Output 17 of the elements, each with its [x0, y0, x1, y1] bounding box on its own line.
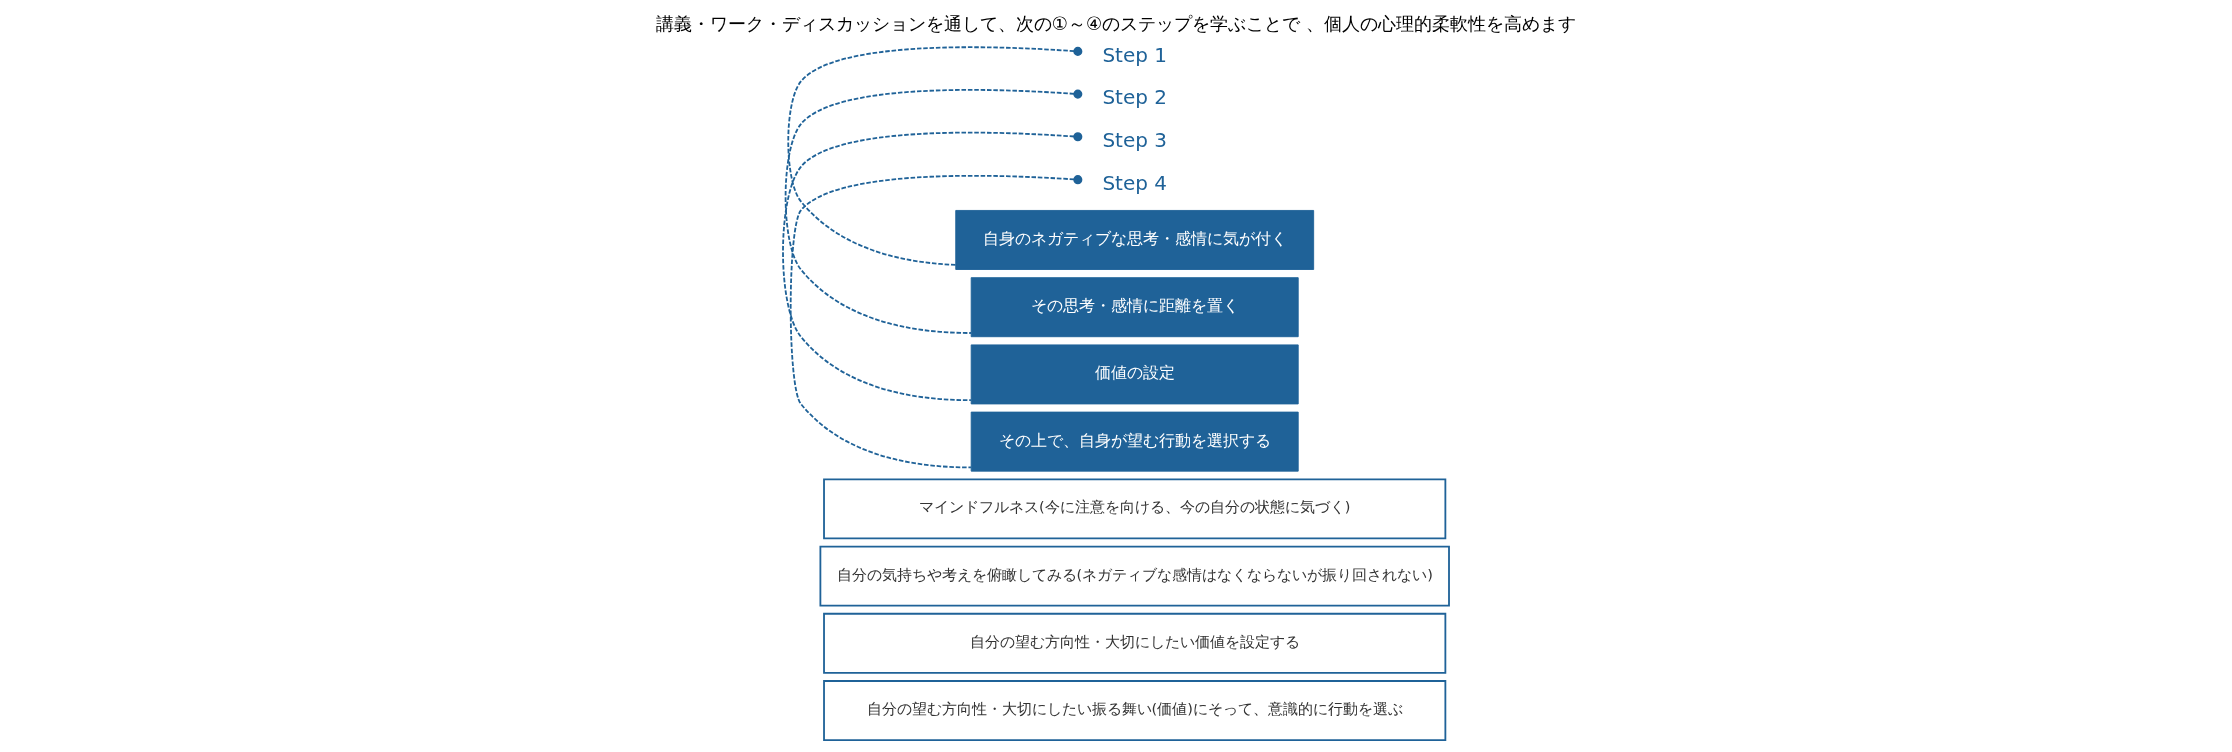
node-box: その上で、自身が望む行動を選択する	[970, 411, 1299, 472]
connector	[782, 131, 1083, 402]
node-box: 自身のネガティブな思考・感情に気が付く	[955, 210, 1315, 270]
connector	[784, 89, 1083, 334]
node-box: 自分の気持ちや考えを俯瞰してみる(ネガティブな感情はなくならないが振り回されない)	[819, 545, 1450, 607]
node-box: 自分の望む方向性・大切にしたい振る舞い(価値)にそって、意識的に行動を選ぶ	[823, 680, 1447, 741]
node-text: Step 1	[1102, 42, 1167, 67]
node-box: 価値の設定	[970, 344, 1299, 405]
connector	[789, 174, 1083, 469]
node-text: Step 4	[1102, 170, 1167, 195]
node-text: Step 3	[1102, 127, 1167, 152]
connector	[787, 46, 1083, 266]
diagram-title: 講義・ワーク・ディスカッションを通して、次の①～④のステップを学ぶことで 、個人の心理的柔軟性を高めます	[655, 13, 1577, 35]
node-box: その思考・感情に距離を置く	[970, 277, 1299, 338]
node-text: Step 2	[1102, 85, 1167, 110]
node-box: 自分の望む方向性・大切にしたい価値を設定する	[823, 612, 1447, 674]
node-box: マインドフルネス(今に注意を向ける、今の自分の状態に気づく)	[823, 478, 1447, 540]
